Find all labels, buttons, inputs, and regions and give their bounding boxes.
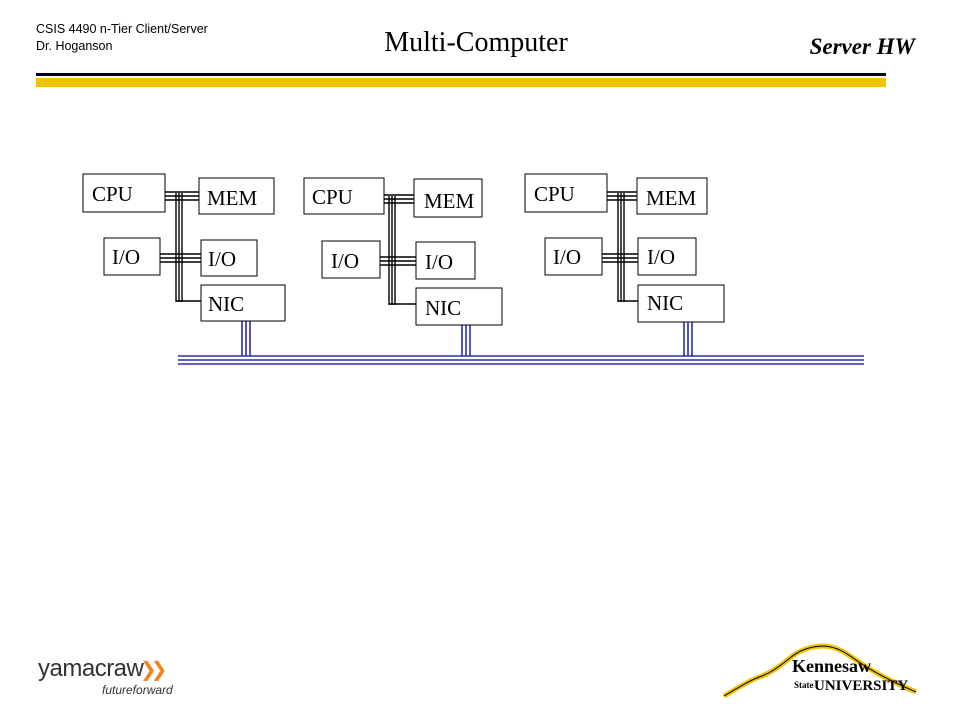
io-left-box: I/O (321, 240, 381, 279)
node-1-nic-link (241, 321, 251, 356)
io-left-box: I/O (103, 237, 161, 276)
slide-title: Multi-Computer (0, 27, 960, 59)
mem-label: MEM (424, 189, 475, 213)
yamacraw-tagline: futureforward (102, 683, 173, 697)
node-1-internal-bus (160, 191, 201, 302)
io-left-label: I/O (112, 245, 140, 269)
computer-node-2: CPU MEM I/O I/O NIC (303, 177, 503, 356)
node-2-nic-link (461, 325, 471, 356)
computer-node-3: CPU MEM I/O I/O NIC (524, 173, 725, 356)
io-right-box: I/O (200, 239, 258, 277)
io-left-label: I/O (331, 249, 359, 273)
node-3-internal-bus (602, 191, 638, 302)
course-line: CSIS 4490 n-Tier Client/Server (36, 22, 208, 36)
header-rule-black (36, 73, 886, 76)
course-info: CSIS 4490 n-Tier Client/Server Dr. Hogan… (36, 21, 208, 55)
slide-title-text: Multi-Computer (384, 27, 568, 58)
cpu-label: CPU (312, 185, 353, 209)
network-bus (178, 355, 864, 365)
mem-label: MEM (646, 186, 697, 210)
nic-box: NIC (415, 287, 503, 326)
cpu-label: CPU (92, 182, 133, 206)
ksu-line2-small: State (794, 680, 814, 690)
kennesaw-state-logo: Kennesaw State UNIVERSITY (722, 643, 917, 699)
section-label: Server HW (809, 34, 915, 59)
nic-label: NIC (208, 292, 244, 316)
nic-label: NIC (647, 291, 683, 315)
nic-box: NIC (637, 284, 725, 323)
io-right-box: I/O (637, 237, 697, 276)
ksu-line1: Kennesaw (792, 656, 871, 676)
computer-node-1: CPU MEM I/O I/O NIC (82, 173, 286, 356)
double-chevron-icon: ❯❯ (140, 657, 167, 681)
header-rule-gold (36, 78, 886, 87)
io-right-box: I/O (415, 241, 476, 280)
cpu-box: CPU (82, 173, 166, 213)
ksu-line2: UNIVERSITY (814, 678, 908, 694)
mem-box: MEM (636, 177, 708, 215)
nic-box: NIC (200, 284, 286, 322)
yamacraw-wordmark: yamacraw (38, 655, 144, 682)
io-right-label: I/O (425, 250, 453, 274)
mem-label: MEM (207, 186, 258, 210)
mem-box: MEM (198, 177, 275, 215)
mem-box: MEM (413, 178, 483, 218)
cpu-box: CPU (524, 173, 608, 213)
yamacraw-logo: yamacraw ❯❯ futureforward (38, 655, 178, 700)
instructor-line: Dr. Hoganson (36, 39, 113, 53)
cpu-box: CPU (303, 177, 385, 215)
io-left-box: I/O (544, 237, 603, 276)
node-2-internal-bus (380, 194, 416, 305)
io-right-label: I/O (208, 247, 236, 271)
nic-label: NIC (425, 296, 461, 320)
io-left-label: I/O (553, 245, 581, 269)
io-right-label: I/O (647, 245, 675, 269)
cpu-label: CPU (534, 182, 575, 206)
node-3-nic-link (683, 321, 693, 356)
